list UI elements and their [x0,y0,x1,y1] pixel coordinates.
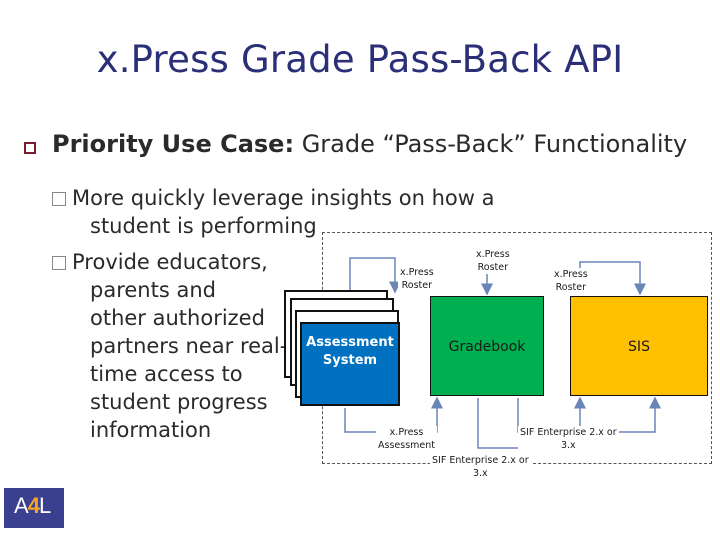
sub-bullet-line: other authorized [90,306,265,330]
sub-bullet-line: student is performing [90,214,317,238]
sub-bullet-line: More quickly leverage insights on how a [72,186,495,210]
sub-bullet-line: partners near real- [90,334,288,358]
sif-label-right: SIF Enterprise 2.x or 3.x [518,426,619,452]
main-bullet-text: Priority Use Case: Grade “Pass-Back” Fun… [52,130,687,158]
roster-label-mid: x.Press Roster [474,248,512,274]
sub-bullet-line: time access to [90,362,243,386]
sub-bullet-insights: More quickly leverage insights on how a … [52,184,552,240]
sub-bullet-line: information [90,418,212,442]
a4l-logo: A4L [4,488,64,528]
logo-background [4,488,64,528]
slide-title: x.Press Grade Pass-Back API [96,38,624,81]
roster-label-left: x.Press Roster [398,266,436,292]
checkbox-bullet-icon [52,256,66,270]
roster-label-right: x.Press Roster [552,268,590,294]
sub-bullet-line: parents and [90,278,216,302]
sub-bullet-line: student progress [90,390,268,414]
checkbox-bullet-icon [52,192,66,206]
assessment-label: x.Press Assessment [376,426,437,452]
assessment-system-box: Assessment System [300,322,400,406]
bullet-square-icon [24,142,36,154]
main-bullet-bold: Priority Use Case: [52,130,295,158]
main-bullet-rest: Grade “Pass-Back” Functionality [294,130,688,158]
sis-box: SIS [570,296,708,396]
sub-bullet-access: Provide educators, parents and other aut… [52,248,312,444]
gradebook-box: Gradebook [430,296,544,396]
logo-text: A4L [14,493,51,518]
sub-bullet-line: Provide educators, [72,250,268,274]
roster-arrow-left [349,257,401,294]
sif-label-bottom: SIF Enterprise 2.x or 3.x [430,454,531,480]
